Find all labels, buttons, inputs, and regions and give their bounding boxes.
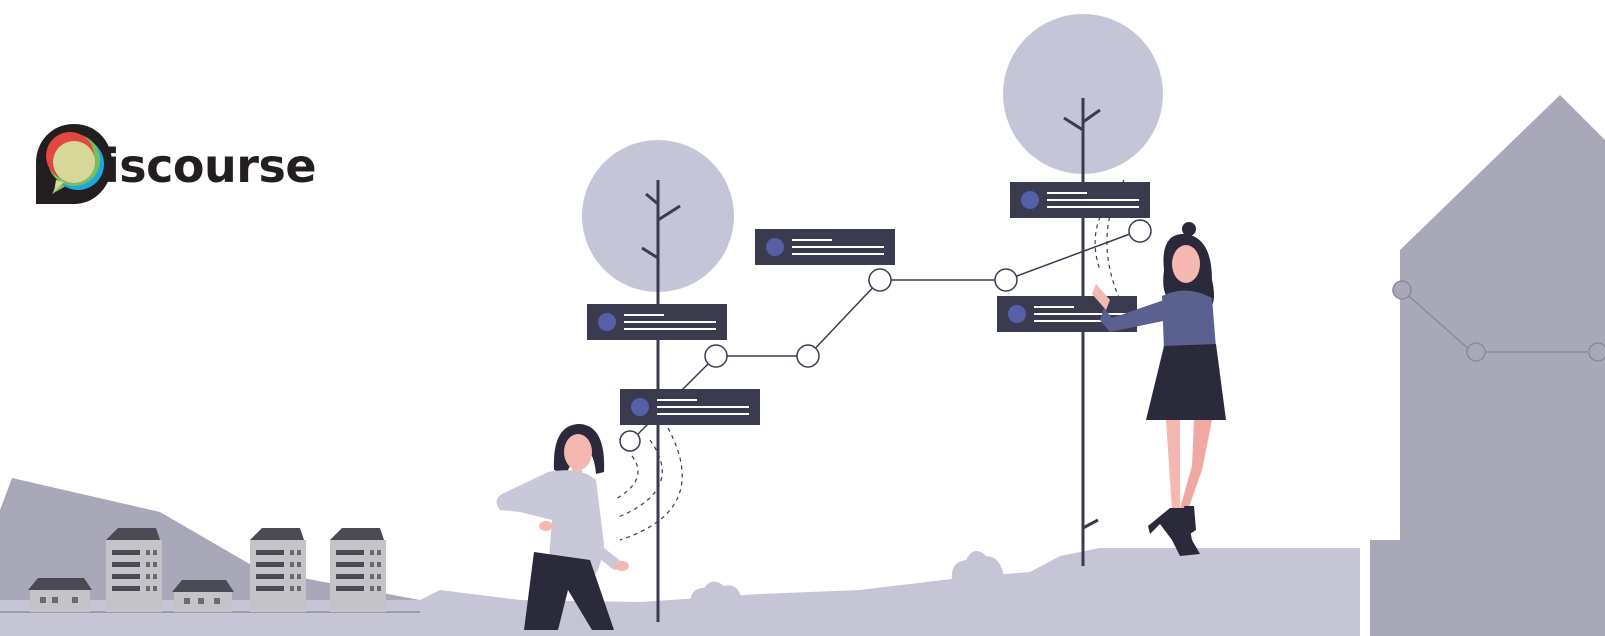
tree-right (1003, 14, 1163, 566)
message-card-1 (587, 304, 727, 340)
message-card-2 (620, 389, 760, 425)
logo-wordmark: iscourse (104, 139, 317, 193)
small-houses (28, 528, 386, 612)
message-card-3 (755, 229, 895, 265)
message-card-4 (1010, 182, 1150, 218)
building-timeline (1392, 280, 1605, 362)
left-hill (0, 478, 420, 600)
bush-right (951, 550, 1004, 580)
ground (0, 548, 1360, 636)
person-right (1092, 222, 1226, 556)
person-left (496, 424, 629, 630)
right-building (1370, 95, 1605, 636)
discourse-speech-bubble-icon (36, 124, 112, 204)
discourse-logo[interactable]: iscourse (34, 122, 317, 204)
timeline-nodes (619, 219, 1152, 452)
bush-left (690, 581, 742, 604)
